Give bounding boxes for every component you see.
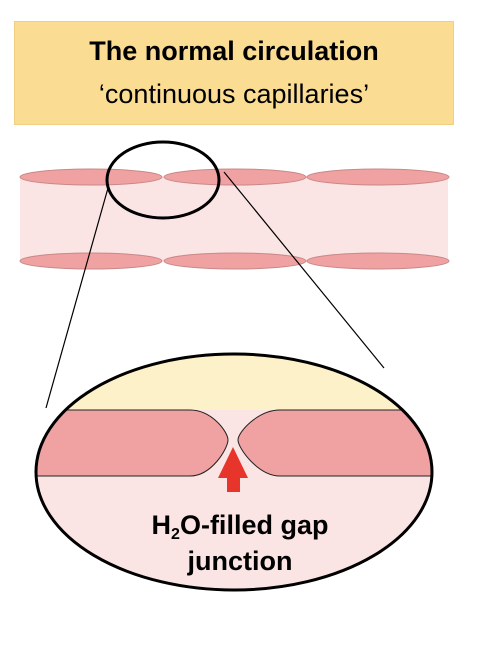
endothelial-cell-bottom-3: [306, 252, 450, 270]
endothelial-cell-top-2: [163, 168, 307, 186]
zoom-line-right: [223, 171, 385, 369]
endothelial-cell-top-1: [19, 168, 163, 186]
h-letter: H: [151, 510, 172, 540]
magnified-upper-space: [36, 354, 432, 410]
endothelial-cell-bottom-2: [163, 252, 307, 270]
subscript-2: 2: [171, 526, 180, 543]
title-box: The normal circulation ‘continuous capil…: [14, 21, 454, 125]
endothelial-cell-right-magnified: [237, 409, 432, 477]
highlight-circle: [105, 140, 221, 220]
capillary-lumen: [20, 177, 448, 261]
title-subtitle: ‘continuous capillaries’: [98, 79, 370, 109]
endothelial-cell-top-3: [306, 168, 450, 186]
zoom-line-left: [45, 187, 109, 409]
magnified-circle-outline: [34, 352, 434, 592]
endothelial-cell-left-magnified: [36, 409, 229, 477]
endothelial-cell-bottom-1: [19, 252, 163, 270]
label-line1-rest: O-filled gap: [179, 510, 329, 540]
magnified-view: [36, 354, 432, 590]
title-main: The normal circulation: [89, 36, 379, 66]
red-arrow-up-icon: [218, 447, 248, 492]
gap-junction-label-line2: junction: [187, 546, 293, 576]
gap-junction-label-line1: H2O-filled gap: [110, 508, 370, 543]
